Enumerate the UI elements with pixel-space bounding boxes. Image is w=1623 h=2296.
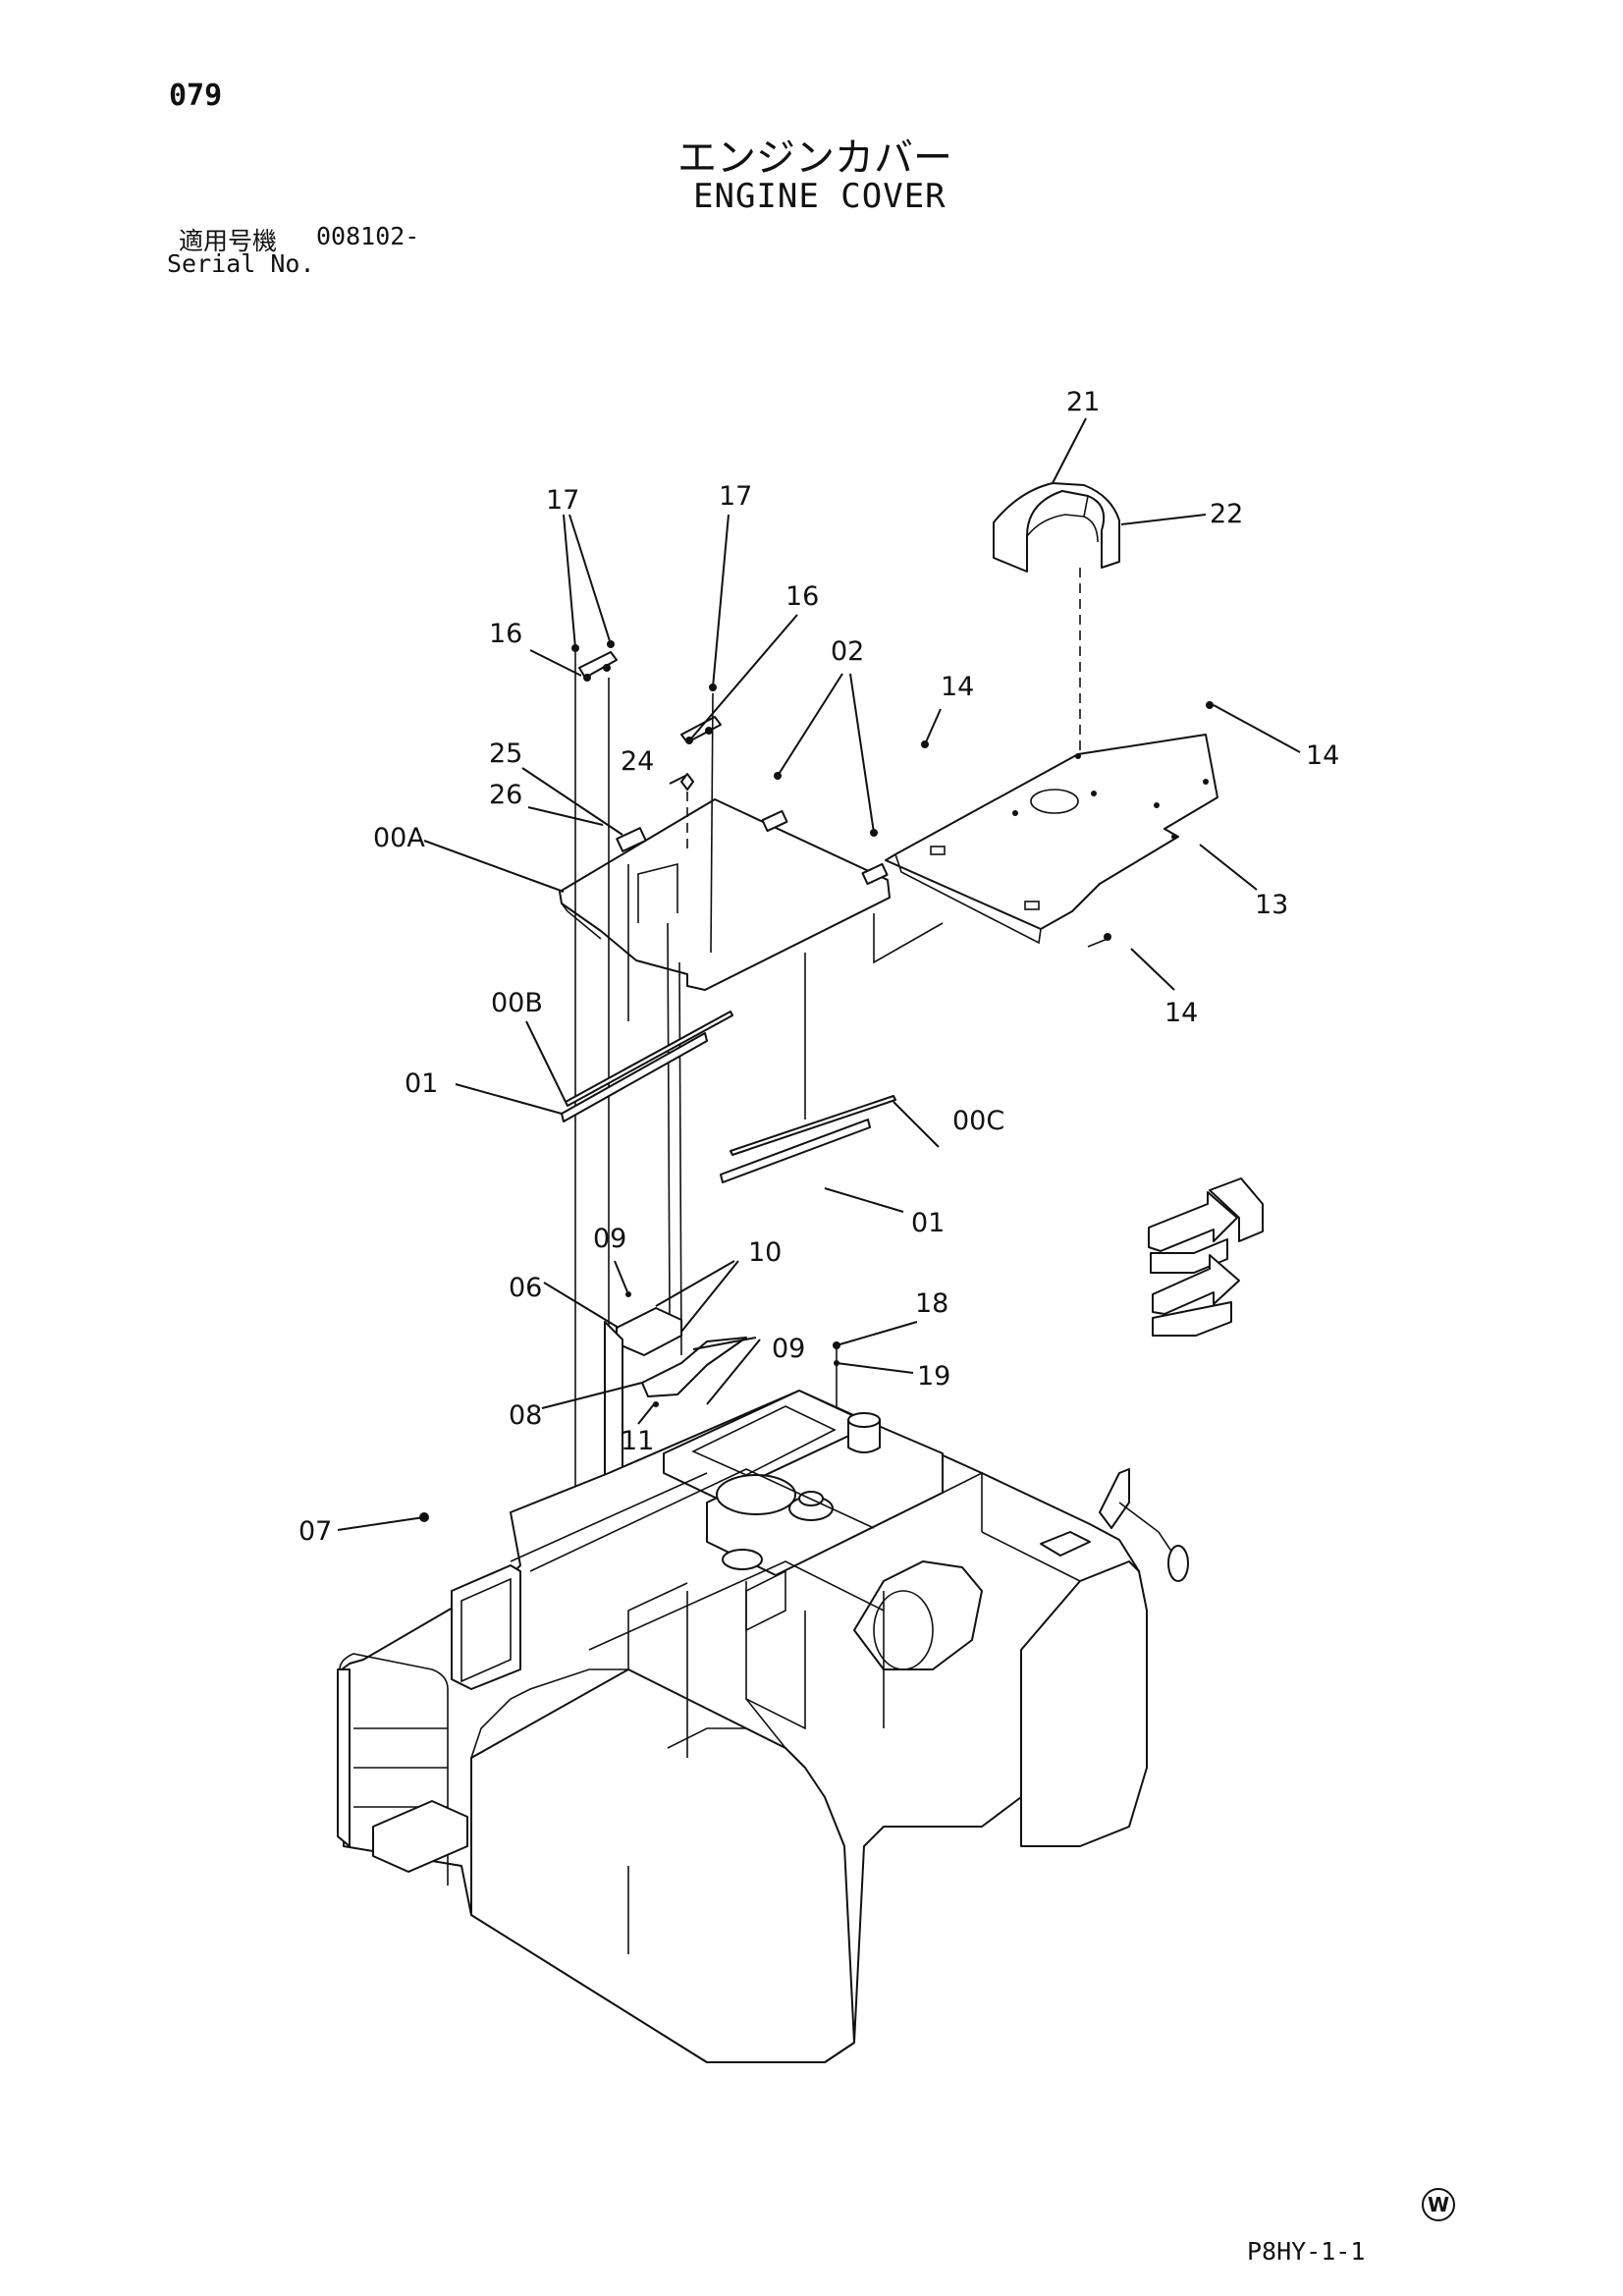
part-00B-01-seal-strips [561, 1011, 896, 1183]
serial-label-english: Serial No. [167, 249, 315, 278]
callout-label: 19 [917, 1361, 950, 1392]
callout-label: 00A [373, 823, 425, 853]
part-00A-engine-cover-plate [559, 798, 891, 991]
part-14-bolt [1206, 701, 1214, 709]
callout-labels: 21 22 17 17 16 16 02 14 14 25 24 26 00A … [298, 387, 1339, 1547]
watermark-w-symbol: W [1422, 2188, 1455, 2221]
callout-label: 24 [621, 746, 654, 777]
callout-label: 00C [952, 1106, 1004, 1136]
machine-body-upper-structure [337, 1390, 1189, 2063]
callout-label: 14 [1164, 998, 1198, 1028]
callout-label: 01 [405, 1068, 438, 1099]
page-number: 079 [169, 79, 223, 113]
title-japanese: エンジンカバー [677, 136, 952, 181]
callout-label: 06 [509, 1273, 542, 1303]
part-21-muffler-cover [993, 482, 1120, 573]
callout-label: 09 [772, 1334, 805, 1364]
callout-label: 11 [621, 1426, 654, 1456]
callout-label: 07 [298, 1516, 332, 1547]
callout-label: 21 [1066, 387, 1100, 417]
callout-label: 02 [831, 636, 864, 667]
part-16-hinge-left [578, 651, 618, 682]
callout-label: 17 [719, 481, 752, 512]
part-24-fastener [680, 773, 694, 791]
callout-leader-lines [337, 417, 1301, 1531]
callout-label: 17 [546, 485, 579, 516]
drawing-code: P8HY-1-1 [1247, 2237, 1366, 2266]
part-16-hinge-center [680, 716, 722, 744]
orientation-front-symbol [1148, 1177, 1264, 1337]
callout-label: 13 [1255, 890, 1288, 920]
callout-label: 14 [1306, 740, 1339, 771]
callout-label: 16 [785, 581, 819, 612]
callout-label: 16 [489, 619, 522, 649]
callout-label: 10 [748, 1237, 782, 1268]
callout-label: 00B [491, 988, 543, 1018]
callout-label: 14 [941, 672, 974, 702]
title-english: ENGINE COVER [693, 177, 947, 216]
callout-label: 08 [509, 1400, 542, 1431]
part-13-rear-cover-plate [885, 734, 1218, 945]
callout-label: 01 [911, 1208, 945, 1238]
callout-label: 26 [489, 780, 522, 810]
callout-label: 25 [489, 738, 522, 769]
serial-number-value: 008102- [316, 222, 420, 250]
serial-label-japanese: 適用号機 [179, 227, 278, 255]
callout-label: 09 [593, 1224, 626, 1254]
callout-label: 18 [915, 1288, 948, 1319]
callout-label: 22 [1210, 499, 1243, 529]
